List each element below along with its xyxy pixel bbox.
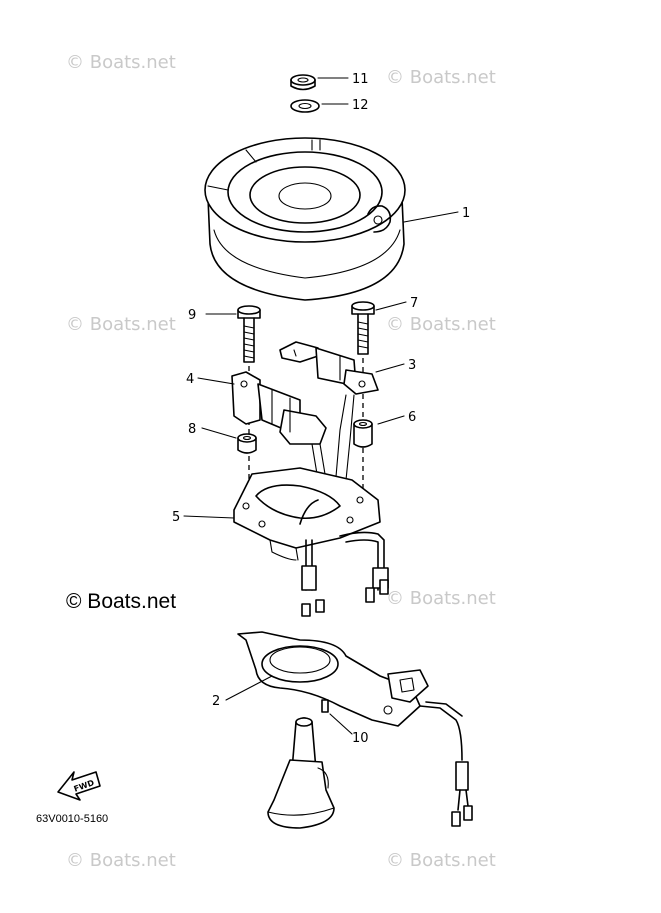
watermark-main: © Boats.net xyxy=(66,590,176,613)
callout-12: 12 xyxy=(352,98,369,113)
part-2-base-bracket xyxy=(237,631,473,827)
callout-10: 10 xyxy=(352,731,369,746)
part-1-flywheel xyxy=(204,137,406,301)
callout-7: 7 xyxy=(410,296,418,311)
watermark-group: © Boats.net © Boats.net © Boats.net © Bo… xyxy=(66,52,496,871)
part-8-collar xyxy=(237,433,257,454)
callout-2: 2 xyxy=(212,694,220,709)
callout-11: 11 xyxy=(352,72,369,87)
leader-7 xyxy=(375,301,407,311)
watermark-lower-right: © Boats.net xyxy=(386,588,496,609)
leader-6 xyxy=(377,415,405,425)
callout-4: 4 xyxy=(186,372,194,387)
callout-6: 6 xyxy=(408,410,416,425)
crankshaft xyxy=(267,717,335,829)
part-5-base-plate xyxy=(233,467,389,617)
part-7-bolt xyxy=(351,301,375,355)
leader-3 xyxy=(375,363,405,373)
part-6-collar xyxy=(353,419,373,448)
diagram-part-number: 63V0010-5160 xyxy=(36,813,108,825)
leader-1 xyxy=(403,211,459,223)
callout-1: 1 xyxy=(462,206,470,221)
watermark-mid-right: © Boats.net xyxy=(386,314,496,335)
watermark-mid-left: © Boats.net xyxy=(66,314,176,335)
callout-5: 5 xyxy=(172,510,180,525)
watermark-top-left: © Boats.net xyxy=(66,52,176,73)
leader-lines xyxy=(183,77,459,735)
part-9-bolt xyxy=(237,305,261,363)
callout-3: 3 xyxy=(408,358,416,373)
callouts: 11 12 1 9 7 3 4 6 8 5 2 10 xyxy=(172,72,470,746)
part-12-washer xyxy=(290,99,320,113)
leader-4 xyxy=(197,377,235,385)
part-10-key xyxy=(321,699,329,713)
watermark-bottom-left: © Boats.net xyxy=(66,850,176,871)
watermark-top-right: © Boats.net xyxy=(386,67,496,88)
leader-2 xyxy=(225,675,273,701)
leader-5 xyxy=(183,515,235,519)
callout-8: 8 xyxy=(188,422,196,437)
part-11-nut xyxy=(290,74,316,91)
callout-9: 9 xyxy=(188,308,196,323)
fwd-arrow-icon: FWD xyxy=(57,771,101,801)
leader-8 xyxy=(201,427,237,439)
leader-10 xyxy=(329,713,353,735)
part-3-pulser-coil xyxy=(279,341,379,501)
watermark-bottom-right: © Boats.net xyxy=(386,850,496,871)
